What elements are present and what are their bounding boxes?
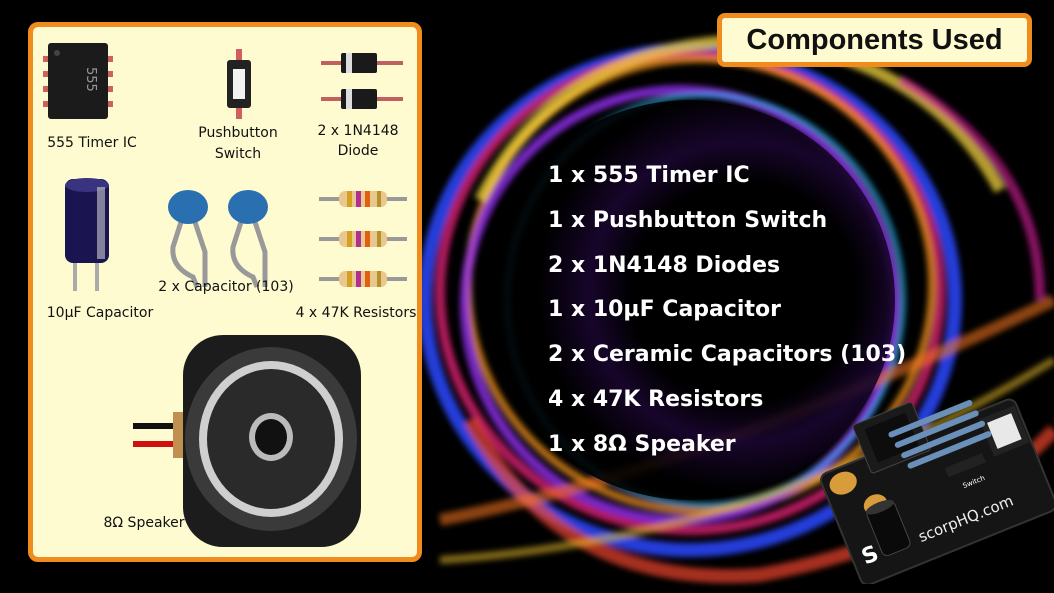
list-item: 2 x Ceramic Capacitors (103) xyxy=(548,342,907,368)
resistor-icon xyxy=(319,191,407,287)
ceramic-capacitor-icon xyxy=(168,190,268,288)
ic-chip-text: 555 xyxy=(83,67,98,92)
label-555-timer-ic: 555 Timer IC xyxy=(47,135,137,151)
speaker-icon xyxy=(133,335,361,547)
components-panel: 555 xyxy=(28,22,422,562)
label-resistors: 4 x 47K Resistors xyxy=(295,305,417,321)
list-item: 1 x 8Ω Speaker xyxy=(548,431,736,457)
diode-icon xyxy=(321,53,403,109)
label-speaker: 8Ω Speaker xyxy=(103,515,185,531)
label-ceramic-capacitor: 2 x Capacitor (103) xyxy=(158,279,294,295)
label-pushbutton-line2: Switch xyxy=(214,146,262,162)
label-pushbutton-line1: Pushbutton xyxy=(198,125,278,141)
label-10uf-capacitor: 10µF Capacitor xyxy=(46,305,154,321)
circuit-board-image: Switch S scorpHQ.com xyxy=(820,398,1054,584)
electrolytic-capacitor-icon xyxy=(65,178,109,291)
list-item: 2 x 1N4148 Diodes xyxy=(548,252,781,278)
component-list: 1 x 555 Timer IC 1 x Pushbutton Switch 2… xyxy=(548,158,906,472)
pushbutton-switch-icon xyxy=(227,49,251,119)
page-title: Components Used xyxy=(717,13,1032,67)
ic-chip-icon: 555 xyxy=(43,43,113,119)
list-item: 1 x 555 Timer IC xyxy=(548,163,750,188)
label-diode-line1: 2 x 1N4148 xyxy=(317,123,399,139)
list-item: 1 x Pushbutton Switch xyxy=(548,207,828,233)
label-diode-line2: Diode xyxy=(337,143,379,159)
component-illustrations: 555 xyxy=(43,43,407,547)
list-item: 4 x 47K Resistors xyxy=(548,386,764,412)
list-item: 1 x 10µF Capacitor xyxy=(548,297,781,323)
